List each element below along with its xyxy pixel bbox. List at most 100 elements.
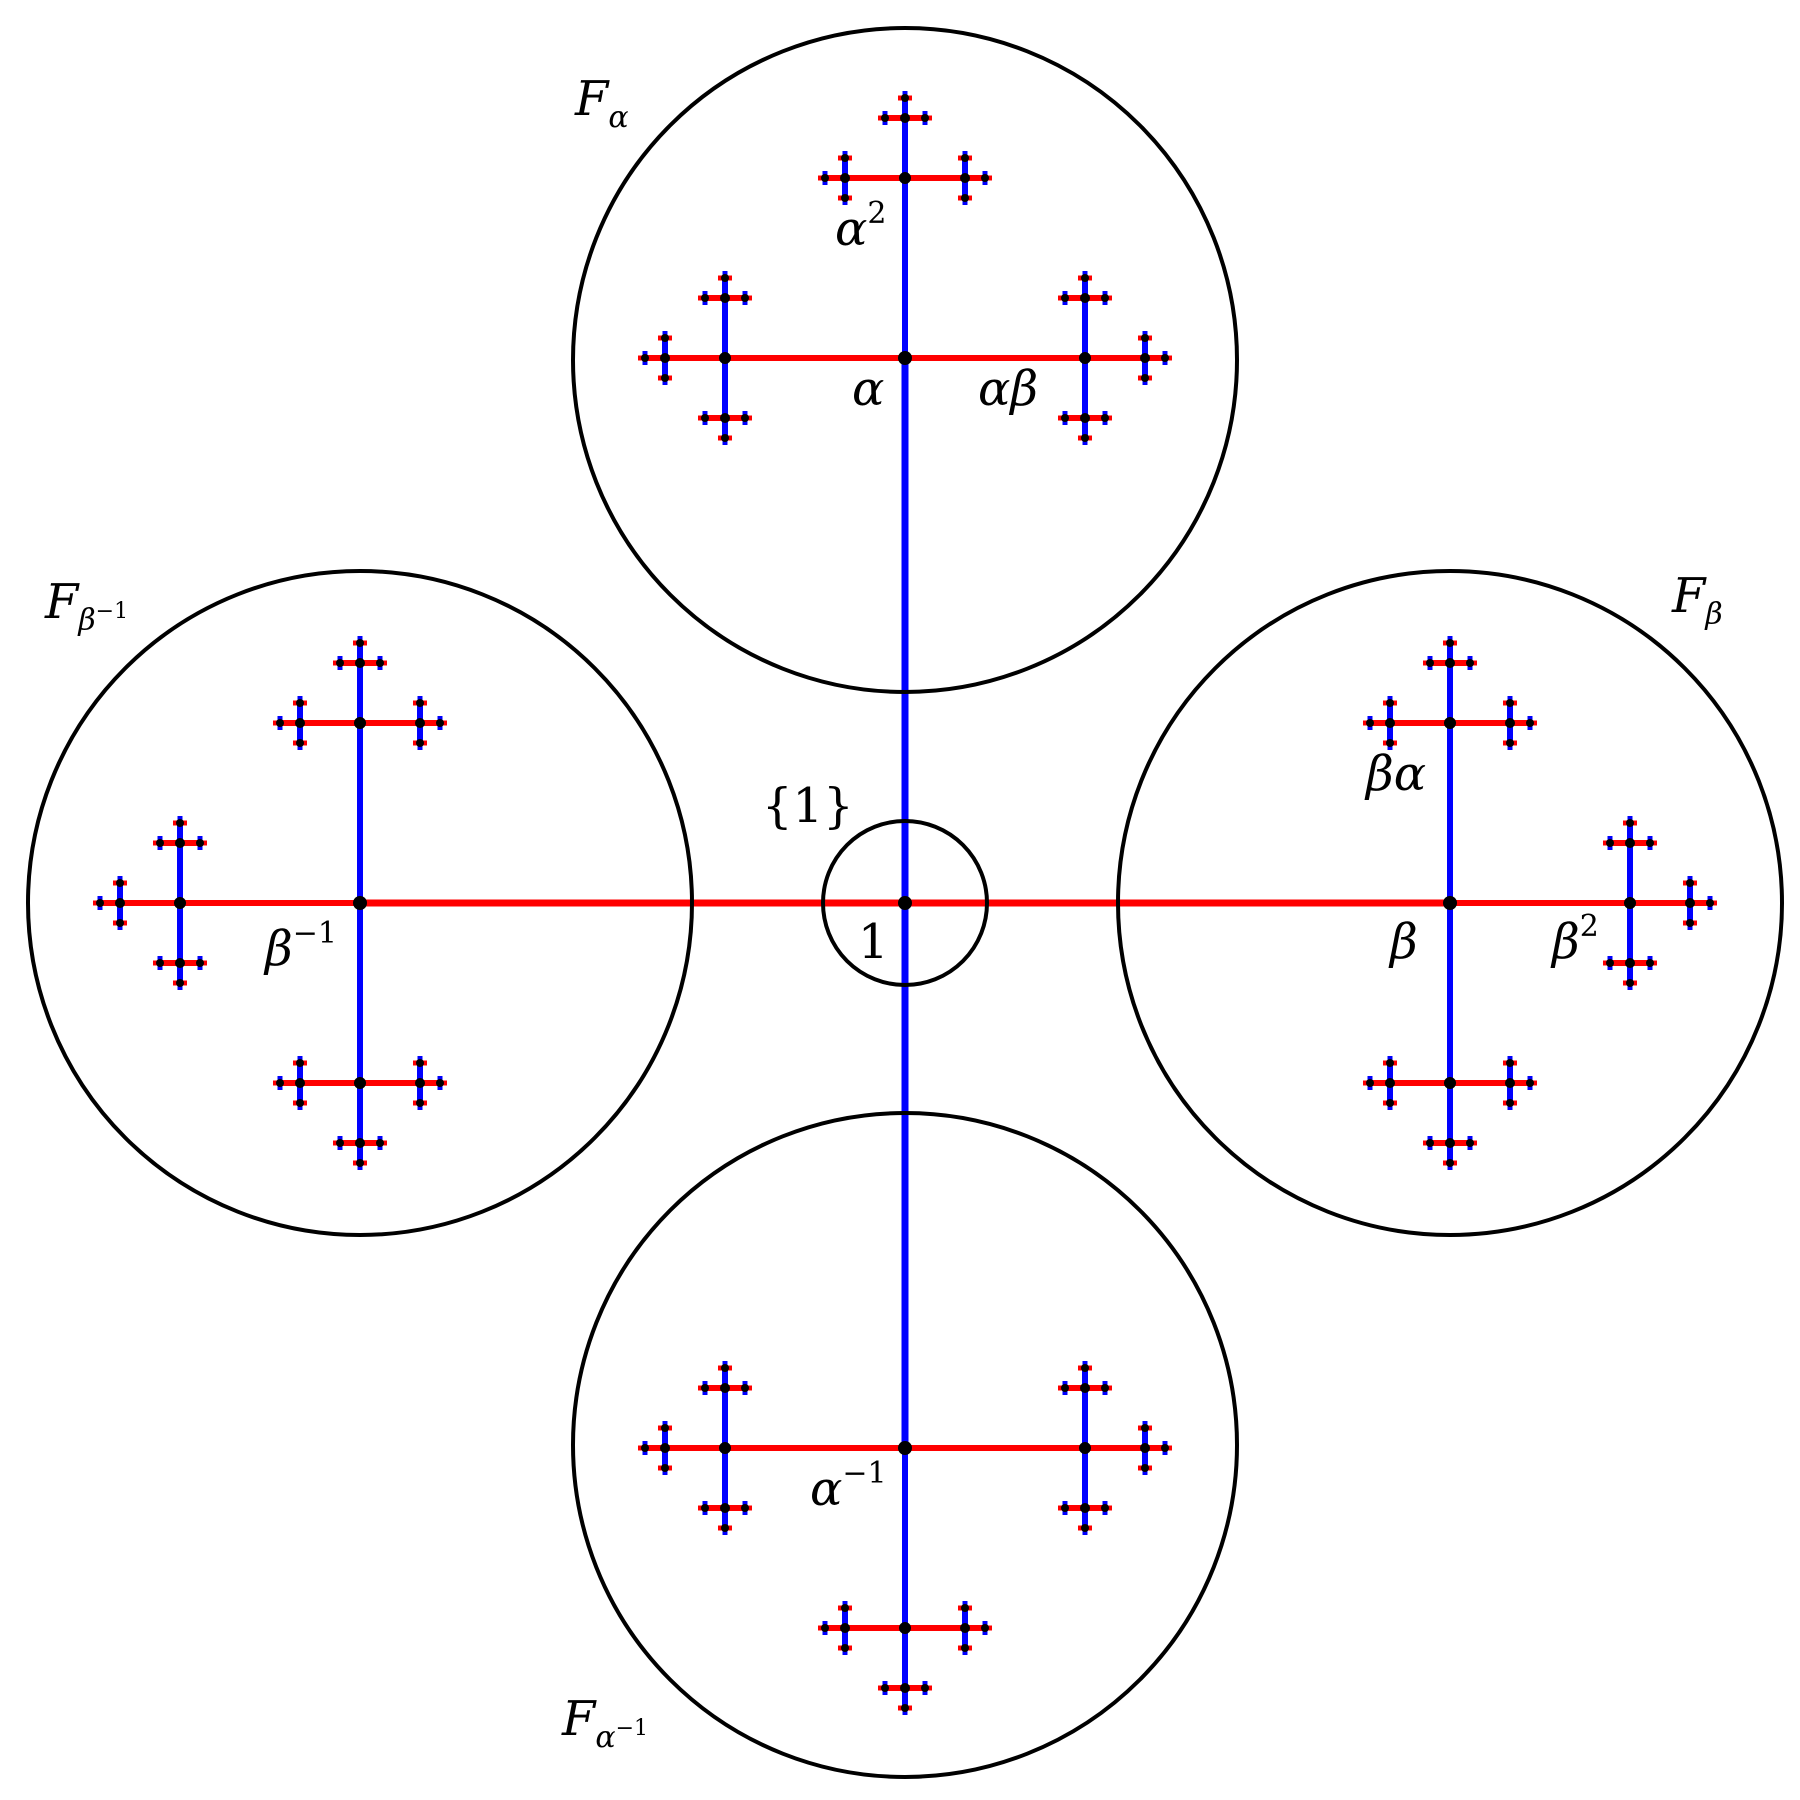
vertex-dot-344 (295, 718, 305, 728)
vertex-dot-474 (116, 919, 124, 927)
vertex-dot-495 (1426, 659, 1434, 667)
vertex-dot-92 (660, 353, 670, 363)
vertex-dot-488 (1445, 658, 1455, 668)
circle-f-alpha (571, 26, 1239, 694)
vertex-dot-623 (1646, 959, 1654, 967)
vertex-dot-22 (840, 173, 850, 183)
vertex-dot-236 (720, 1503, 730, 1513)
vertex-label-alpha-squared: α2 (835, 196, 887, 257)
vertex-dot-173 (881, 1684, 889, 1692)
vertex-dot-327 (355, 658, 365, 668)
vertex-dot-51 (981, 174, 989, 182)
vertex-dot-505 (1385, 718, 1395, 728)
vertex-dot-145 (1140, 353, 1150, 363)
vertex-dot-414 (415, 1078, 425, 1088)
vertex-dot-157 (1161, 354, 1169, 362)
vertex-dot-450 (175, 958, 185, 968)
vertex-dot-553 (1466, 1139, 1474, 1147)
vertex-dot-479 (96, 899, 104, 907)
vertex-dot-183 (840, 1623, 850, 1633)
vertex-dot-111 (1080, 293, 1090, 303)
vertex-dot-41 (961, 154, 969, 162)
vertex-dot-82 (701, 414, 709, 422)
vertex-dot-313 (1141, 1464, 1149, 1472)
vertex-dot-507 (1386, 699, 1394, 707)
vertex-dot-484 (1443, 896, 1457, 910)
circle-f-beta (1116, 569, 1784, 1237)
vertex-dot-24 (841, 154, 849, 162)
vertex-dot-541 (1445, 1138, 1455, 1148)
vertex-dot-265 (641, 1444, 649, 1452)
vertex-dot-190 (841, 1644, 849, 1652)
vertex-dot-404 (296, 1099, 304, 1107)
vertex-dot-522 (1505, 718, 1515, 728)
vertex-dot-140 (1101, 414, 1109, 422)
vertex-dot-135 (1061, 414, 1069, 422)
vertex-dot-164 (899, 1622, 911, 1634)
vertex-dot-178 (921, 1684, 929, 1692)
vertex-dot-217 (719, 1442, 731, 1454)
vertex-dot-296 (1061, 1504, 1069, 1512)
vertex-dot-284 (1101, 1384, 1109, 1392)
vertex-dot-255 (661, 1424, 669, 1432)
vertex-dot-109 (1079, 352, 1091, 364)
vertex-dot-433 (175, 838, 185, 848)
vertex-label-beta-inverse: β−1 (263, 916, 337, 977)
vertex-dot-644 (898, 896, 912, 910)
vertex-dot-543 (1446, 1159, 1454, 1167)
vertex-dot-601 (1606, 839, 1614, 847)
vertex-dot-517 (1366, 719, 1374, 727)
vertex-dot-3 (899, 172, 911, 184)
region-label-f-alpha: Fα (574, 71, 629, 135)
vertex-dot-77 (721, 434, 729, 442)
vertex-dot-500 (1466, 659, 1474, 667)
vertex-dot-611 (1625, 958, 1635, 968)
vertex-dot-113 (1081, 274, 1089, 282)
vertex-dot-421 (416, 1099, 424, 1107)
vertex-dot-253 (660, 1443, 670, 1453)
vertex-dot-361 (415, 718, 425, 728)
vertex-dot-12 (881, 114, 889, 122)
vertex-dot-462 (196, 959, 204, 967)
vertex-dot-416 (416, 1059, 424, 1067)
vertex-dot-606 (1646, 839, 1654, 847)
vertex-dot-195 (821, 1624, 829, 1632)
vertex-dot-231 (741, 1384, 749, 1392)
vertex-dot-168 (901, 1704, 909, 1712)
vertex-dot-409 (276, 1079, 284, 1087)
vertex-dot-7 (901, 94, 909, 102)
vertex-dot-575 (1505, 1078, 1515, 1088)
vertex-dot-397 (295, 1078, 305, 1088)
graph-vertices (96, 94, 1714, 1712)
vertex-dot-279 (1061, 1384, 1069, 1392)
region-label-f-alpha-inverse: Fα−1 (561, 1691, 648, 1755)
vertex-dot-356 (276, 719, 284, 727)
vertex-dot-75 (720, 413, 730, 423)
vertex-dot-596 (1626, 819, 1634, 827)
vertex-dot-70 (741, 294, 749, 302)
vertex-dot-118 (1061, 294, 1069, 302)
vertex-dot-219 (720, 1383, 730, 1393)
vertex-dot-29 (841, 194, 849, 202)
vertex-dot-363 (416, 699, 424, 707)
vertex-dot-147 (1141, 334, 1149, 342)
vertex-dot-628 (1685, 898, 1695, 908)
vertex-dot-368 (416, 739, 424, 747)
vertex-dot-565 (1386, 1099, 1394, 1107)
vertex-dot-221 (721, 1364, 729, 1372)
vertex-label-alpha-inverse: α−1 (810, 1456, 887, 1517)
vertex-dot-392 (376, 1139, 384, 1147)
vertex-label-beta-alpha: βα (1364, 746, 1426, 802)
vertex-label-beta-squared: β2 (1550, 909, 1599, 970)
vertex-dot-594 (1625, 838, 1635, 848)
vertex-dot-39 (960, 173, 970, 183)
vertex-dot-640 (1706, 899, 1714, 907)
vertex-dot-212 (981, 1624, 989, 1632)
vertex-dot-560 (1386, 1059, 1394, 1067)
vertex-dot-260 (661, 1464, 669, 1472)
vertex-dot-238 (721, 1524, 729, 1532)
vertex-dot-17 (921, 114, 929, 122)
vertex-dot-323 (353, 896, 367, 910)
vertex-dot-431 (174, 897, 186, 909)
vertex-dot-272 (1080, 1383, 1090, 1393)
